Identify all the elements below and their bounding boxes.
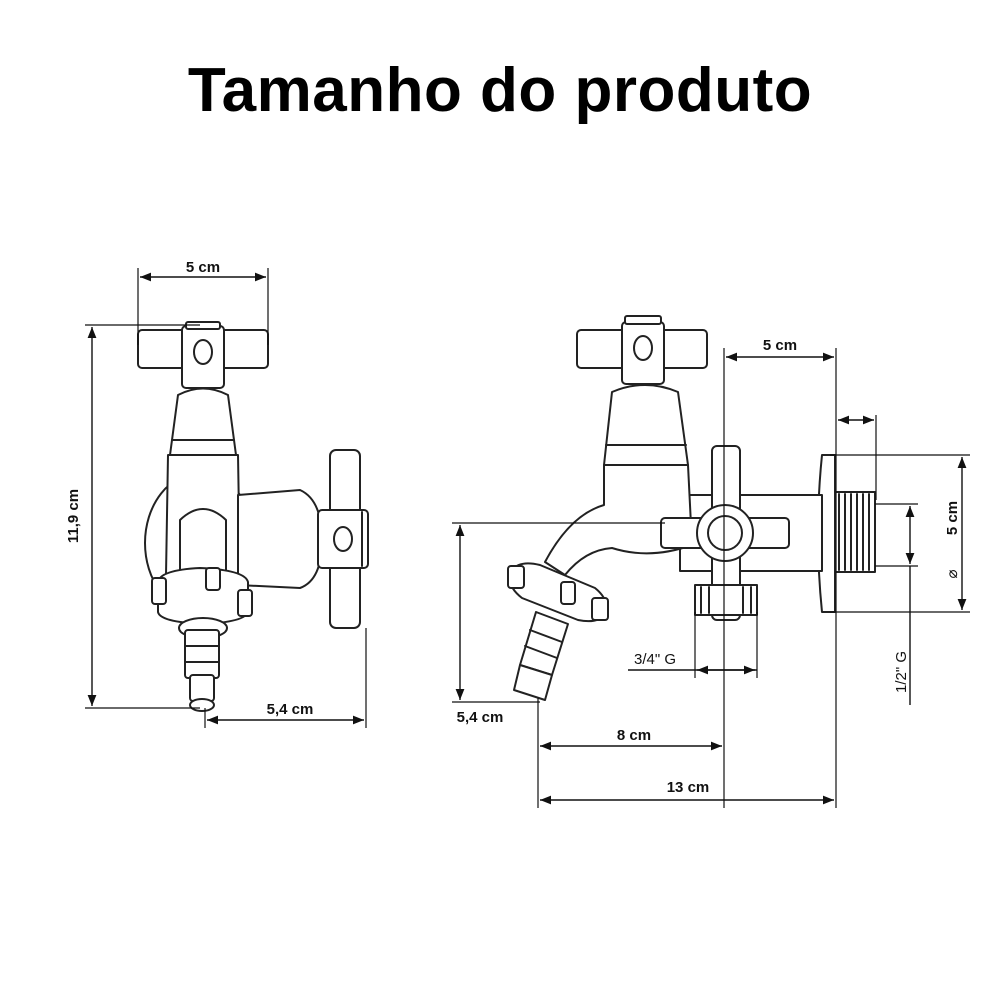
side-view-dimensions <box>452 348 970 808</box>
spout-length-label: 8 cm <box>617 727 651 744</box>
front-view-dimensions <box>85 268 367 728</box>
front-view-faucet <box>137 321 369 712</box>
front-width-label: 5 cm <box>186 259 220 276</box>
spout-height-label: 5,4 cm <box>457 709 504 726</box>
front-depth-label: 5,4 cm <box>267 701 314 718</box>
inlet-thread-label: 1/2" G <box>893 651 910 693</box>
total-length-label: 13 cm <box>667 779 710 796</box>
page-title: Tamanho do produto <box>187 56 813 125</box>
outlet-thread-label: 3/4" G <box>634 651 676 668</box>
front-height-label: 11,9 cm <box>65 489 82 543</box>
side-view-faucet <box>507 315 876 701</box>
diameter-label: 5 cm <box>944 501 961 535</box>
diameter-symbol: ⌀ <box>944 569 961 578</box>
inlet-length-label: 5 cm <box>763 337 797 354</box>
